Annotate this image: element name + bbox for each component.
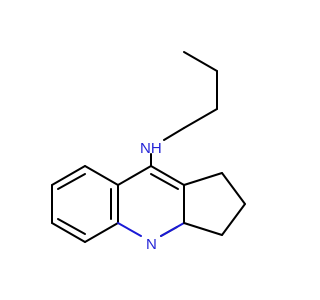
benzo-ring [51,165,119,243]
bond-c9a-c1 [183,172,223,186]
bond-n-c3a [160,222,185,237]
double-bond-c5-c6-inner [57,173,86,190]
pyridine-ring [117,165,185,237]
bond-butyl-c1-c2 [183,51,218,72]
bond-c8a-n [117,222,142,237]
butyl-chain [163,51,218,141]
bond-c2-c3 [221,203,246,236]
bond-c1-c2 [221,172,246,205]
double-bond-c9-c9a-inner [150,173,179,190]
ring-nitrogen-label: N [146,236,157,253]
pyridine-n-bonds [117,222,185,237]
bond-butyl-c4-n [163,127,185,141]
molecule-structure-diagram: NH N [51,51,246,253]
amine-nh-label: NH [140,140,162,157]
bond-c9-c4a [117,165,152,186]
double-bond-c7-c8-inner [57,218,86,235]
bond-c4a-c5 [84,165,119,186]
bond-butyl-c3-c4 [183,108,218,129]
bond-c8-c8a [84,222,119,243]
bond-c3-c3a [183,222,223,236]
bond-c9-c9a [150,165,185,186]
cyclopentane-ring [183,172,246,236]
bond-c5-c6 [51,165,86,186]
bond-c7-c8 [51,222,86,243]
